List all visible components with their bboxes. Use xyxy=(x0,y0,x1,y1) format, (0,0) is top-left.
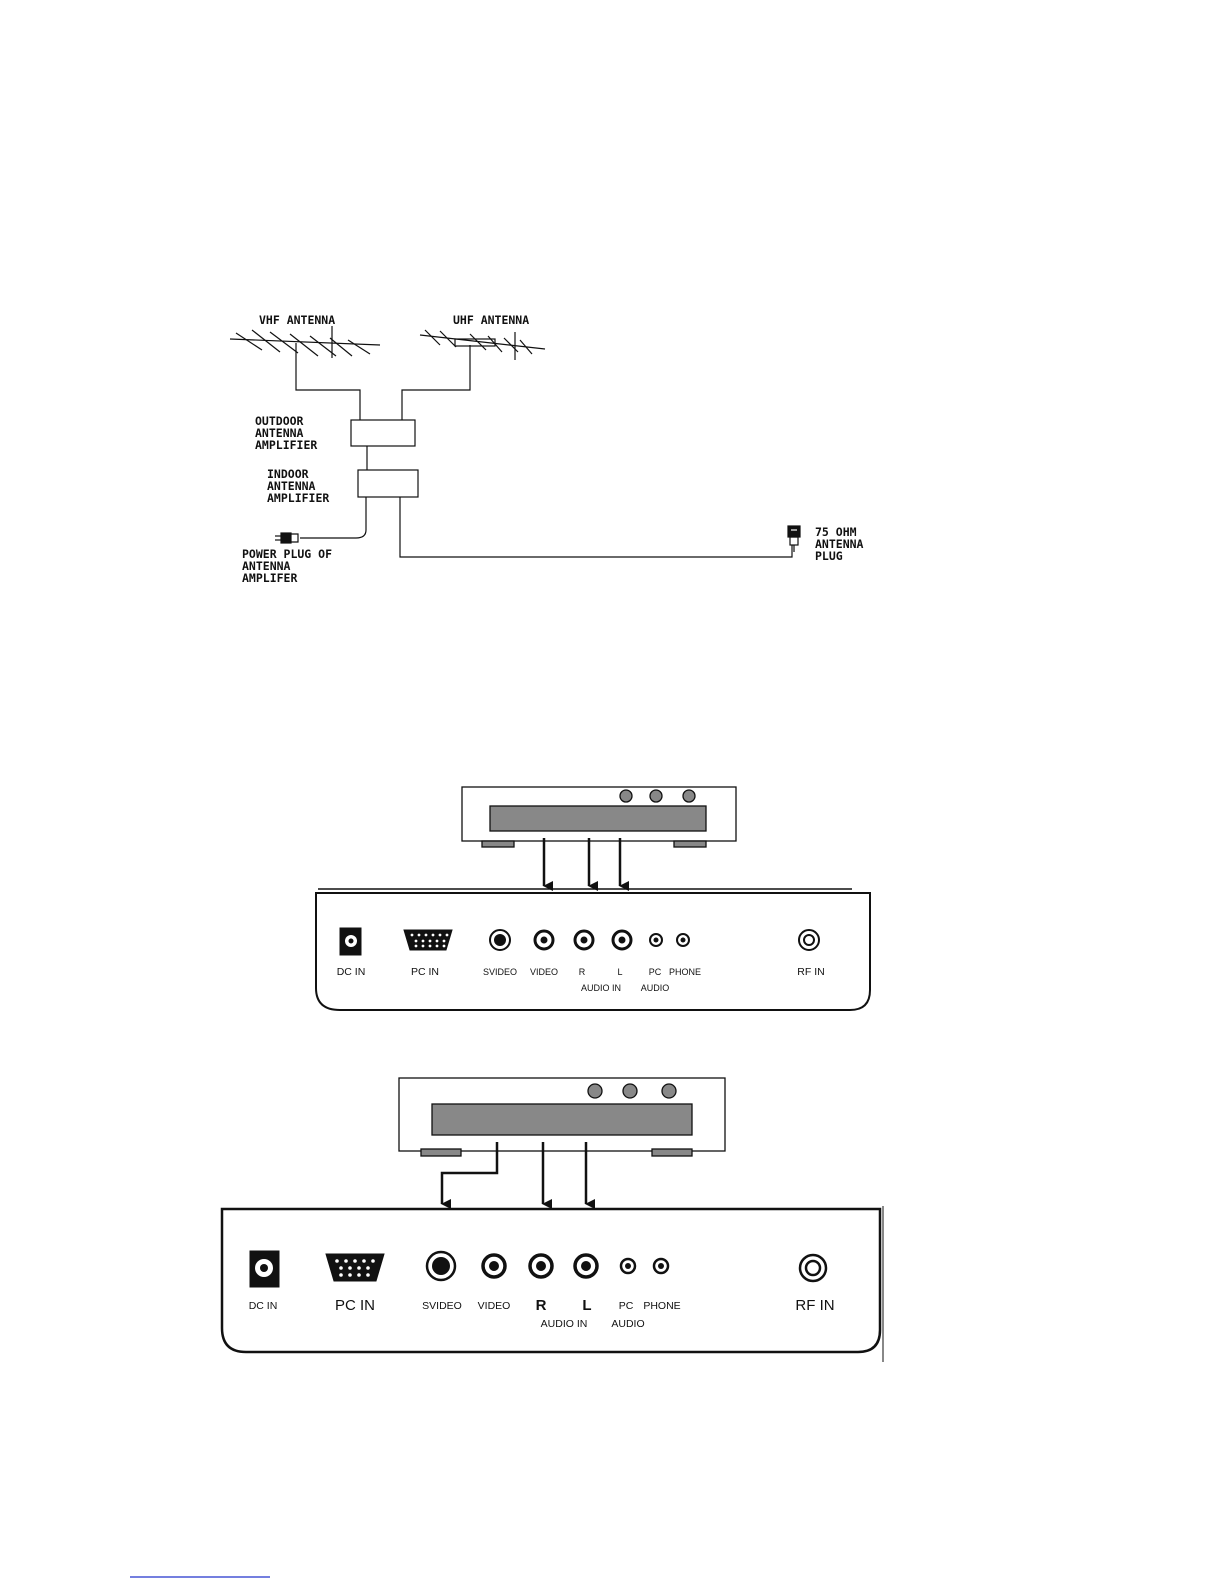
p2-rf-in-label: RF IN xyxy=(795,1297,834,1314)
source-device-2 xyxy=(399,1078,725,1156)
p1-r-label: R xyxy=(579,967,586,977)
power-plug-line3: AMPLIFER xyxy=(242,571,297,585)
outdoor-amp-line3: AMPLIFIER xyxy=(255,438,317,452)
p1-pc-in-label: PC IN xyxy=(411,966,439,978)
p2-audio-label: AUDIO xyxy=(611,1318,644,1330)
p2-pc-in-label: PC IN xyxy=(335,1297,375,1314)
p2-audio-in-label: AUDIO IN xyxy=(541,1318,588,1330)
antenna-labels: VHF ANTENNA UHF ANTENNA OUTDOOR ANTENNA … xyxy=(242,313,864,585)
uhf-antenna-icon xyxy=(420,330,545,362)
p1-svideo-label: SVIDEO xyxy=(483,967,517,977)
source-device-1 xyxy=(462,787,736,847)
antenna-plug-line3: PLUG xyxy=(815,549,843,563)
antenna-plug-icon xyxy=(788,526,800,552)
p2-pc-label: PC xyxy=(619,1300,634,1312)
p2-video-label: VIDEO xyxy=(478,1300,511,1312)
p2-phone-label: PHONE xyxy=(643,1300,680,1312)
p1-video-label: VIDEO xyxy=(530,967,558,977)
p2-r-label: R xyxy=(536,1297,547,1314)
p1-audio-label: AUDIO xyxy=(641,983,670,993)
vhf-antenna-label: VHF ANTENNA xyxy=(259,313,335,327)
p1-pc-label: PC xyxy=(649,967,662,977)
tv-panel-1: DC IN PC IN SVIDEO VIDEO R L AUDIO IN PC… xyxy=(316,893,870,1010)
uhf-antenna-label: UHF ANTENNA xyxy=(453,313,529,327)
p1-phone-label: PHONE xyxy=(669,967,701,977)
vhf-antenna-icon xyxy=(230,326,380,362)
outdoor-amplifier-box xyxy=(351,420,415,446)
power-plug-icon xyxy=(275,533,298,543)
signal-arrows-1 xyxy=(544,838,620,886)
p1-rf-in-label: RF IN xyxy=(797,966,824,978)
p2-dc-in-label: DC IN xyxy=(249,1300,278,1312)
indoor-amp-line3: AMPLIFIER xyxy=(267,491,329,505)
p1-dc-in-label: DC IN xyxy=(337,966,366,978)
p2-svideo-label: SVIDEO xyxy=(422,1300,462,1312)
p1-l-label: L xyxy=(617,967,622,977)
indoor-amplifier-box xyxy=(358,470,418,497)
p2-l-label: L xyxy=(582,1297,591,1314)
p1-audio-in-label: AUDIO IN xyxy=(581,983,621,993)
vga-port-icon xyxy=(326,1254,384,1281)
tv-panel-2: DC IN PC IN SVIDEO VIDEO R L AUDIO IN PC… xyxy=(222,1206,883,1362)
